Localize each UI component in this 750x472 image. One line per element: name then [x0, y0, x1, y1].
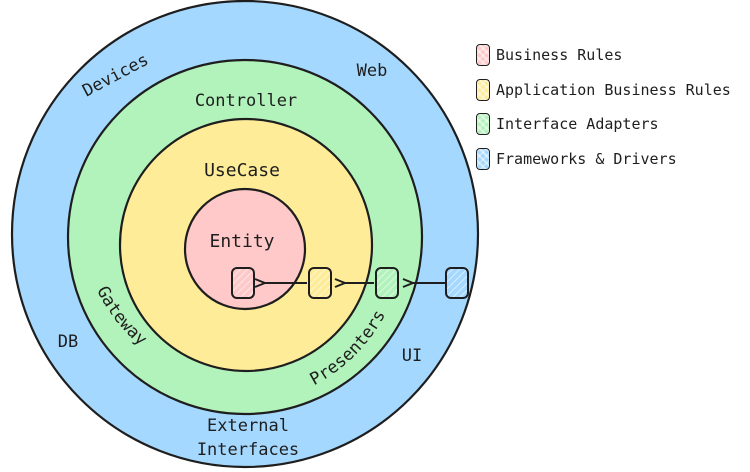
application-box — [308, 267, 332, 299]
legend-label-interface-adapters: Interface Adapters — [496, 115, 659, 133]
ui-label: UI — [402, 346, 422, 366]
legend-item-application-business-rules: Application Business Rules — [476, 77, 731, 103]
web-label: Web — [357, 61, 388, 81]
entity-label: Entity — [209, 231, 274, 252]
legend-item-interface-adapters: Interface Adapters — [476, 111, 659, 137]
frameworks-box — [445, 267, 469, 299]
db-label: DB — [58, 332, 78, 352]
usecase-label: UseCase — [204, 160, 280, 181]
legend-swatch-application-business-rules — [476, 79, 490, 101]
legend-item-business-rules: Business Rules — [476, 42, 622, 68]
legend-swatch-frameworks-drivers — [476, 148, 490, 170]
entity-box — [231, 267, 255, 299]
legend-swatch-business-rules — [476, 44, 490, 66]
legend-label-application-business-rules: Application Business Rules — [496, 81, 731, 99]
external-interfaces-label-line1: External — [207, 416, 289, 436]
controller-label: Controller — [195, 91, 297, 111]
legend-swatch-interface-adapters — [476, 113, 490, 135]
legend-label-business-rules: Business Rules — [496, 46, 623, 64]
legend-item-frameworks-drivers: Frameworks & Drivers — [476, 146, 677, 172]
legend-label-frameworks-drivers: Frameworks & Drivers — [496, 150, 677, 168]
layer-boxes — [231, 267, 469, 299]
external-interfaces-label-line2: Interfaces — [197, 440, 299, 460]
adapters-box — [375, 267, 399, 299]
entity-circle — [183, 187, 307, 311]
